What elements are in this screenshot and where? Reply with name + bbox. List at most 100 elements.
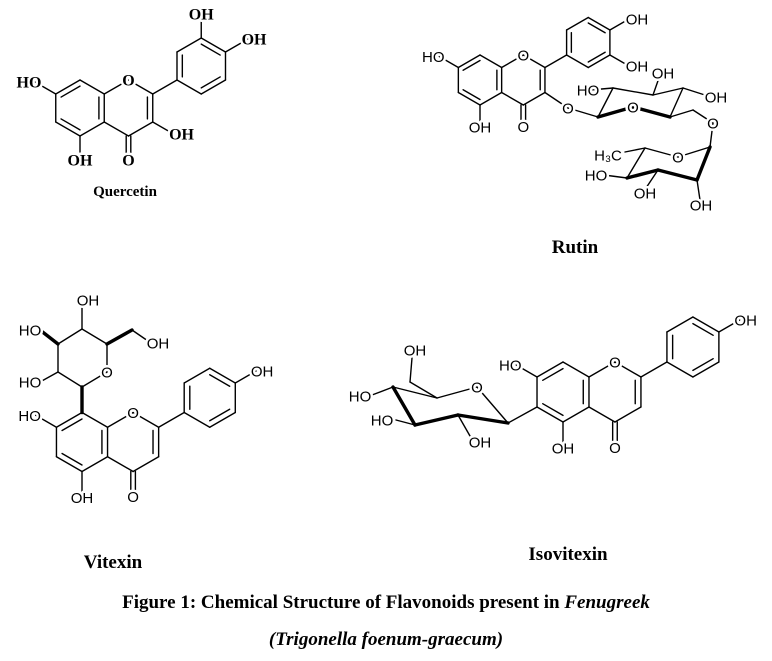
bond	[79, 79, 105, 95]
bond	[597, 87, 614, 118]
bond	[645, 169, 659, 189]
atom-label: OH	[251, 364, 274, 381]
vitexin-label: Vitexin	[83, 552, 143, 573]
atom-label: OH	[734, 313, 757, 330]
bond	[692, 361, 720, 378]
atom-label: O	[609, 440, 621, 457]
atom-label: HO	[19, 375, 42, 392]
bond	[652, 87, 684, 96]
atom-label: OH	[242, 32, 267, 49]
atom-label: HO	[499, 358, 522, 375]
bond	[34, 81, 57, 95]
bond	[438, 55, 460, 69]
bond	[596, 105, 635, 119]
bond	[106, 456, 134, 473]
atom-label: O	[122, 73, 134, 90]
atom-label: O	[627, 100, 639, 117]
bond	[626, 147, 646, 179]
atom-label: OH	[705, 90, 728, 107]
bond	[587, 54, 611, 69]
bond	[624, 147, 646, 153]
bond	[106, 411, 134, 428]
bond	[176, 79, 202, 95]
atom-label: O	[562, 101, 574, 118]
bond	[61, 418, 83, 432]
atom-label: HO	[371, 413, 394, 430]
bond	[692, 109, 714, 124]
bond	[666, 361, 694, 378]
bond	[696, 179, 701, 201]
bond	[507, 406, 538, 424]
bond	[588, 406, 616, 423]
atom-label: HO	[422, 49, 445, 66]
figure-caption-line1: Figure 1: Chemical Structure of Flavonoi…	[0, 592, 772, 614]
bond	[176, 37, 202, 53]
bond	[371, 386, 394, 396]
atom-label: OH	[552, 441, 575, 458]
bond	[57, 328, 83, 345]
bond	[409, 381, 438, 399]
bond	[614, 406, 642, 423]
bond	[677, 146, 711, 158]
bond	[562, 361, 590, 378]
bond	[565, 54, 589, 69]
bond	[562, 406, 590, 423]
bond	[631, 105, 672, 119]
bond	[587, 22, 606, 34]
atom-label: OH	[404, 343, 427, 360]
atom-label: O	[122, 152, 134, 169]
bond	[500, 54, 525, 69]
bond	[588, 361, 616, 378]
atom-label: HO	[17, 75, 42, 92]
bond	[127, 79, 154, 95]
bond	[79, 121, 105, 137]
bond	[55, 79, 81, 95]
atom-label: O	[127, 489, 139, 506]
atom-label: HO	[585, 168, 608, 185]
bond	[132, 411, 160, 428]
atom-label: OH	[626, 59, 649, 76]
bond	[183, 367, 211, 384]
bond	[692, 358, 714, 372]
bond	[542, 367, 564, 381]
bond	[200, 79, 227, 95]
atom-label: O	[101, 365, 113, 382]
bond	[131, 329, 149, 342]
bond	[157, 411, 185, 428]
bond	[515, 364, 538, 378]
bond	[55, 121, 81, 137]
atom-label: OH	[652, 66, 675, 83]
bond	[55, 411, 83, 428]
atom-label: O	[471, 380, 483, 397]
bond	[234, 370, 257, 384]
bond	[60, 85, 81, 98]
bond	[536, 406, 564, 423]
bond	[587, 51, 606, 63]
bond	[457, 91, 481, 106]
bond	[200, 37, 227, 53]
atom-label: OH	[469, 120, 492, 137]
bond	[132, 456, 160, 473]
bond	[656, 168, 699, 182]
bond	[81, 328, 108, 345]
quercetin-label: Quercetin	[93, 184, 157, 200]
atom-label: O	[672, 150, 684, 167]
caption-prefix: Figure 1: Chemical Structure of Flavonoi…	[122, 592, 565, 613]
bond	[392, 386, 438, 399]
atom-label: O	[517, 48, 529, 65]
atom-label: OH	[626, 12, 649, 29]
bond	[209, 374, 231, 387]
bond	[209, 367, 236, 384]
bond	[614, 361, 642, 378]
bond	[567, 107, 599, 118]
bond	[413, 413, 460, 427]
bond	[34, 414, 58, 428]
atom-label: O	[127, 405, 139, 422]
bond	[522, 91, 546, 106]
bond	[669, 109, 694, 118]
bond	[209, 408, 231, 422]
bond	[81, 371, 108, 388]
atom-label: HO	[577, 83, 600, 100]
